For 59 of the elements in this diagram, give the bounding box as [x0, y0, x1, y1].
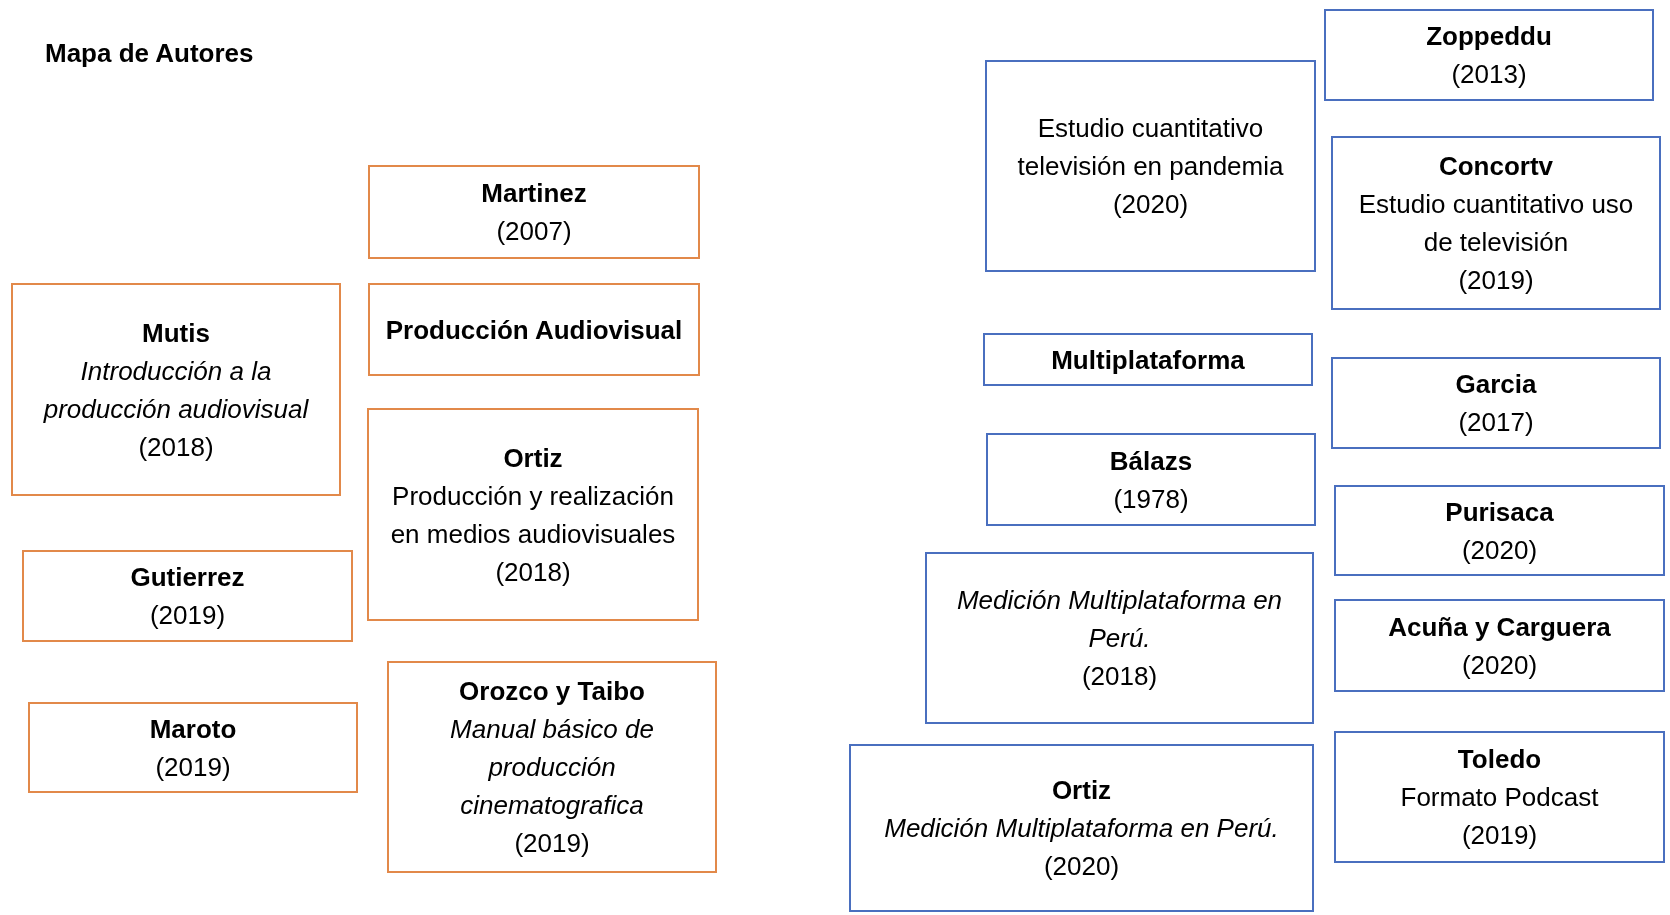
author-box [1331, 357, 1661, 449]
author-box [22, 550, 353, 642]
reference-text: Medición Multiplataforma en Perú. [884, 812, 1279, 845]
author-box [983, 333, 1313, 386]
author-box [925, 552, 1314, 724]
author-name: Orozco y Taibo [459, 675, 645, 708]
author-name: Gutierrez [130, 561, 245, 594]
author-name: Mutis [142, 316, 210, 350]
author-box [1331, 136, 1661, 310]
reference-text: (2020) [1112, 188, 1189, 221]
author-box [28, 702, 358, 793]
reference-text: Estudio cuantitativo uso de televisión [1357, 188, 1635, 259]
reference-text: (1978) [1113, 482, 1189, 516]
author-box [986, 433, 1316, 526]
reference-text: Producción y realización en medios audiovisuales [389, 479, 677, 551]
reference-text: (2018) [138, 430, 214, 464]
author-box [849, 744, 1314, 912]
reference-text: (2019) [149, 599, 226, 632]
author-name: Acuña y Carguera [1388, 610, 1611, 644]
reference-text: (2018) [495, 555, 571, 589]
author-box [368, 283, 700, 376]
reference-text: Introducción a la producción audiovisual [42, 354, 310, 426]
author-name: Purisaca [1445, 495, 1554, 529]
reference-text: (2018) [1081, 660, 1158, 693]
author-name: Multiplataforma [1051, 343, 1245, 377]
reference-text: Estudio cuantitativo televisión en pandemia [1016, 112, 1285, 183]
author-box [368, 165, 700, 259]
author-name: Bálazs [1109, 444, 1193, 478]
reference-text: (2019) [1461, 819, 1538, 852]
reference-text: Formato Podcast [1400, 781, 1599, 814]
reference-text: (2019) [1458, 264, 1534, 297]
author-name: Zoppeddu [1426, 20, 1552, 53]
reference-text: Manual básico de producción cinematografica [449, 713, 655, 822]
reference-text: (2020) [1043, 850, 1120, 883]
author-box [367, 408, 699, 621]
reference-text: (2007) [496, 215, 572, 248]
author-box [1334, 731, 1665, 863]
reference-text: (2020) [1461, 533, 1538, 567]
author-name: Toledo [1457, 743, 1542, 776]
reference-text: (2019) [514, 827, 590, 860]
author-name: Ortiz [503, 441, 563, 475]
author-box [387, 661, 717, 873]
reference-text: (2017) [1458, 406, 1534, 439]
author-name: Concortv [1438, 150, 1554, 183]
reference-text: (2013) [1451, 58, 1527, 91]
author-box [11, 283, 341, 496]
author-box [985, 60, 1316, 272]
author-name: Garcia [1455, 368, 1537, 401]
reference-text: (2020) [1461, 648, 1538, 682]
author-box [1334, 485, 1665, 576]
author-name: Producción Audiovisual [385, 313, 683, 347]
author-name: Martinez [481, 177, 587, 210]
diagram-title: Mapa de Autores [45, 37, 254, 70]
author-box [1324, 9, 1654, 101]
reference-text: (2019) [155, 750, 231, 784]
reference-text: Medición Multiplataforma en Perú. [955, 584, 1284, 655]
author-box [1334, 599, 1665, 692]
author-name: Maroto [149, 712, 237, 746]
author-name: Ortiz [1051, 774, 1112, 807]
